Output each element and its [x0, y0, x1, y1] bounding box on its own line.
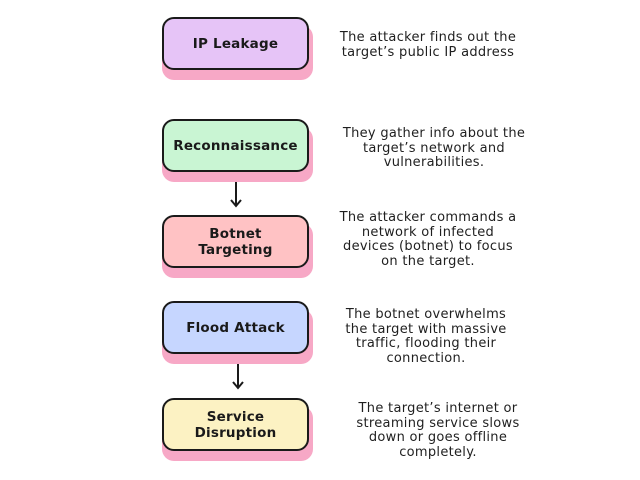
stage-3-label: Botnet Targeting [198, 225, 273, 258]
stage-3-box: Botnet Targeting [162, 215, 309, 268]
stage-5-description: The target’s internet or streaming servi… [356, 401, 520, 460]
stage-4-box: Flood Attack [162, 301, 309, 354]
stage-4-description: The botnet overwhelms the target with ma… [345, 307, 507, 366]
stage-4-label: Flood Attack [186, 319, 285, 336]
stage-2-label: Reconnaissance [173, 137, 298, 154]
arrow-down-icon [232, 364, 244, 390]
stage-2-box: Reconnaissance [162, 119, 309, 172]
stage-3-description: The attacker commands a network of infec… [339, 210, 517, 269]
stage-1-box: IP Leakage [162, 17, 309, 70]
stage-1-description: The attacker finds out the target’s publ… [339, 30, 517, 60]
stage-5-label: Service Disruption [194, 408, 277, 441]
arrow-down-icon [230, 182, 242, 208]
stage-1-label: IP Leakage [192, 35, 279, 52]
stage-2-description: They gather info about the target’s netw… [342, 126, 526, 170]
stage-5-box: Service Disruption [162, 398, 309, 451]
